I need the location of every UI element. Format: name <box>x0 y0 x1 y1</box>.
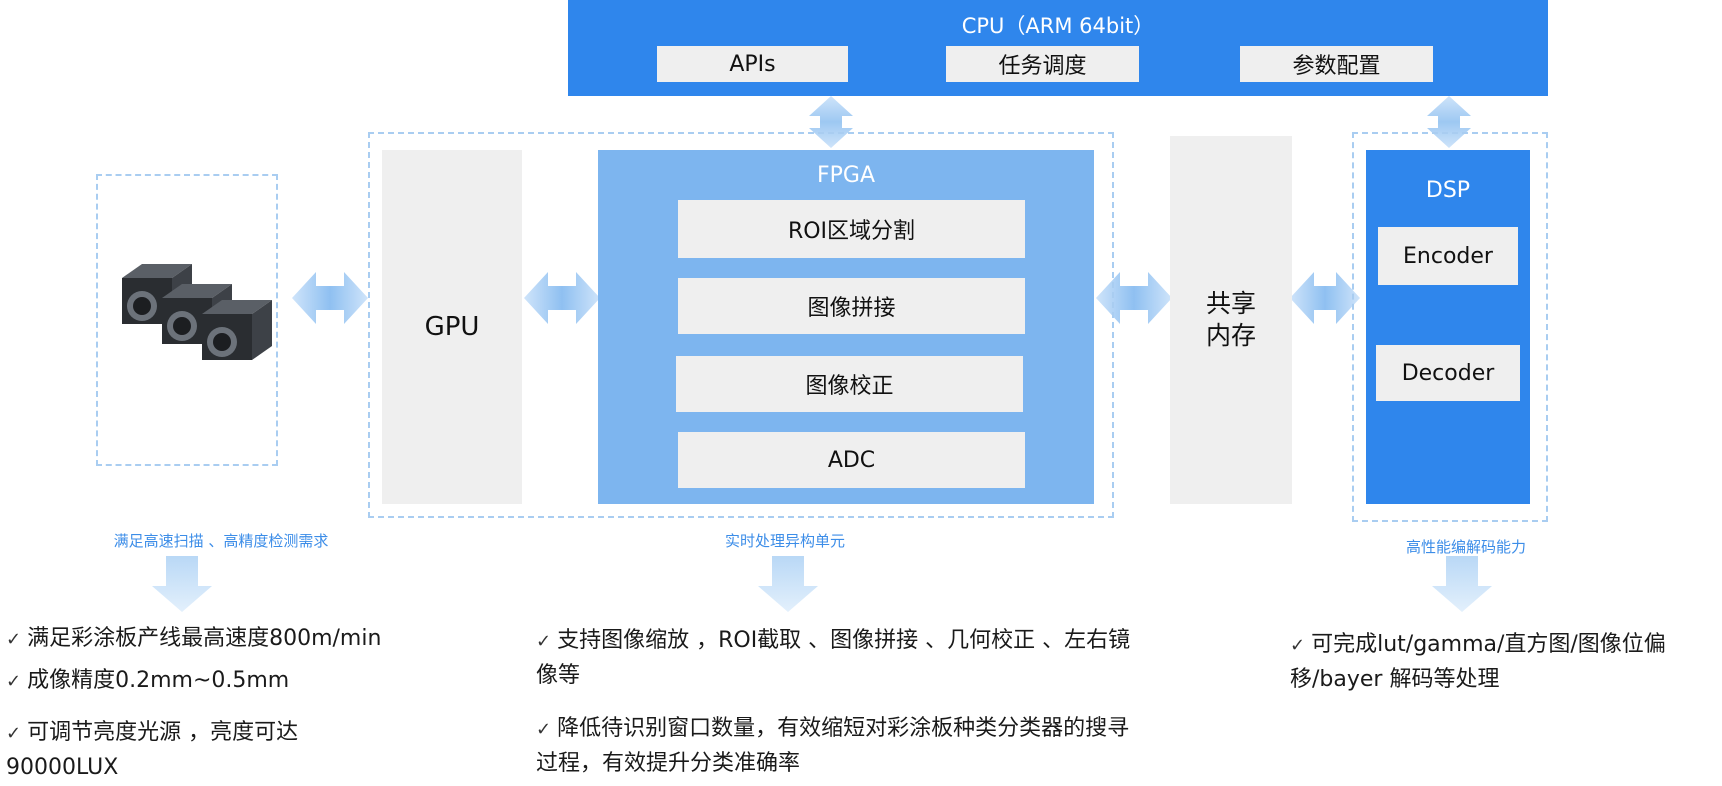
arrow-gpu-fpga <box>524 272 600 324</box>
dsp-item-encoder: Encoder <box>1378 227 1518 285</box>
check-icon: ✓ <box>6 629 22 650</box>
dsp-block: DSP Encoder Decoder <box>1366 150 1530 504</box>
check-icon: ✓ <box>6 723 22 744</box>
dsp-item-decoder: Decoder <box>1376 345 1520 401</box>
arrow-camera-gpu <box>292 272 368 324</box>
caption-hetero: 实时处理异构单元 <box>724 532 845 550</box>
camera-box <box>96 174 278 466</box>
dsp-title: DSP <box>1425 178 1471 203</box>
fpga-title: FPGA <box>816 163 876 188</box>
caption-codec: 高性能编解码能力 <box>1405 538 1526 556</box>
fpga-block: FPGA ROI区域分割 图像拼接 图像校正 ADC <box>598 150 1094 504</box>
bullet-middle-0: ✓支持图像缩放 ，ROI截取 、图像拼接 、几何校正 、左右镜像等 <box>536 628 1131 688</box>
check-icon: ✓ <box>536 631 552 652</box>
shared-memory-block: 共享 内存 <box>1170 136 1292 504</box>
bullet-left-2: ✓可调节亮度光源 ，亮度可达 90000LUX <box>6 720 299 780</box>
fpga-item-correction: 图像校正 <box>676 356 1023 412</box>
bullet-left-0: ✓满足彩涂板产线最高速度800m/min <box>6 626 382 651</box>
caption-camera: 满足高速扫描 、高精度检测需求 <box>113 532 329 550</box>
check-icon: ✓ <box>6 671 22 692</box>
bullet-middle-1: ✓降低待识别窗口数量，有效缩短对彩涂板种类分类器的搜寻过程，有效提升分类准确率 <box>536 716 1130 776</box>
hetero-unit-box <box>368 132 1114 518</box>
cpu-item-param-config: 参数配置 <box>1240 46 1433 82</box>
check-icon: ✓ <box>536 719 552 740</box>
fpga-item-stitching: 图像拼接 <box>678 278 1025 334</box>
cpu-title: CPU（ARM 64bit） <box>961 14 1155 38</box>
cpu-block: CPU（ARM 64bit） APIs 任务调度 参数配置 <box>568 0 1548 96</box>
cpu-item-apis: APIs <box>657 46 848 82</box>
camera-icon <box>122 264 272 360</box>
check-icon: ✓ <box>1290 635 1306 656</box>
arrow-down-codec <box>1432 556 1492 612</box>
bullet-left-1: ✓成像精度0.2mm~0.5mm <box>6 668 290 693</box>
fpga-item-roi: ROI区域分割 <box>678 200 1025 258</box>
bullet-right-0: ✓可完成lut/gamma/直方图/图像位偏移/bayer 解码等处理 <box>1290 632 1666 692</box>
gpu-block: GPU <box>382 150 522 504</box>
arrow-memory-dsp <box>1290 272 1360 324</box>
cpu-item-task-scheduling: 任务调度 <box>946 46 1139 82</box>
arrow-cpu-dsp <box>1427 96 1471 148</box>
dsp-box <box>1352 132 1548 522</box>
arrow-cpu-fpga <box>809 96 853 148</box>
camera-3 <box>202 300 272 360</box>
arrow-fpga-memory <box>1096 272 1172 324</box>
arrow-down-hetero <box>758 556 818 612</box>
fpga-item-adc: ADC <box>678 432 1025 488</box>
arrow-down-camera <box>152 556 212 612</box>
